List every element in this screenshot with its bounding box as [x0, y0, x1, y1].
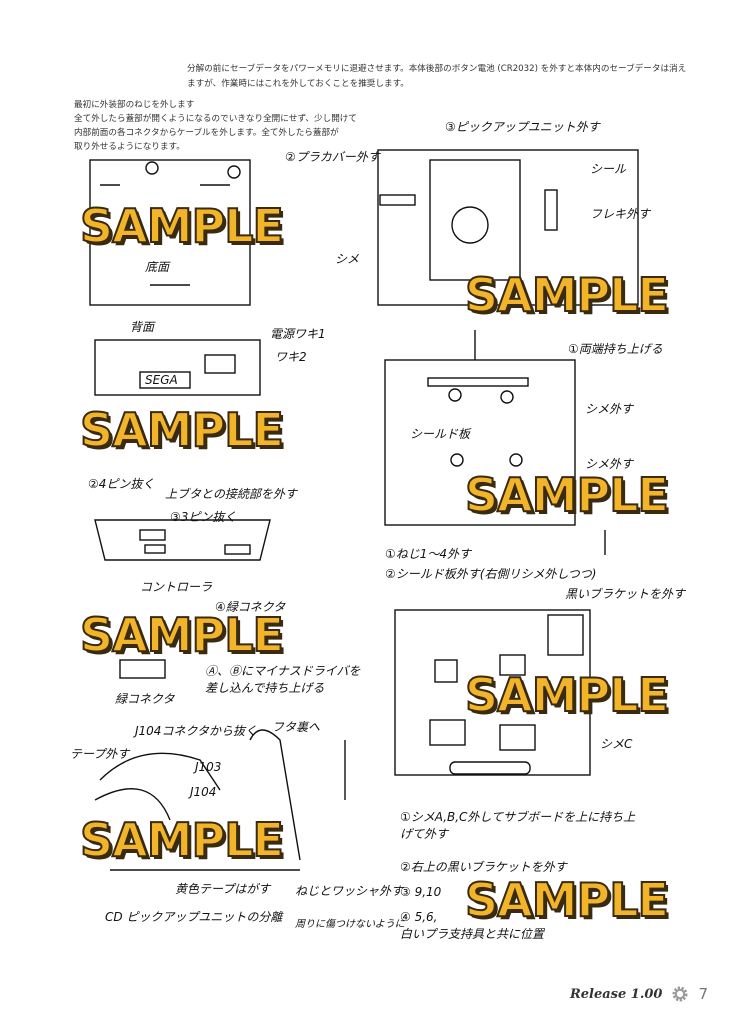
- note: ②プラカバー外す: [285, 150, 380, 164]
- note: テープ外す: [70, 747, 130, 761]
- note: シメ: [335, 252, 360, 266]
- intro-text: 分解の前にセーブデータをパワーメモリに退避させます。本体後部のボタン電池 (CR…: [187, 64, 687, 89]
- note: ③ピックアップユニット外す: [445, 120, 600, 134]
- lead-line: 最初に外装部のねじを外します: [74, 100, 195, 110]
- note: 電源ワキ1: [270, 327, 326, 341]
- note: Ⓐ、Ⓑにマイナスドライバを差し込んで持ち上げる: [205, 664, 361, 695]
- note: J104: [190, 785, 217, 799]
- sample-watermark: SAMPLE: [79, 813, 285, 867]
- note: 周りに傷つけないように: [295, 919, 405, 930]
- note: ②シールド板外す(右側リシメ外しつつ): [385, 567, 597, 581]
- note: J103: [195, 760, 222, 774]
- note: ③3ピン抜く: [170, 510, 237, 524]
- note: ①両端持ち上げる: [568, 342, 663, 356]
- note: ②4ピン抜く: [88, 477, 155, 491]
- sample-watermark: SAMPLE: [79, 608, 285, 662]
- note: 黒いブラケットを外す: [565, 587, 686, 601]
- note: シメ外す: [585, 402, 634, 416]
- sample-watermark: SAMPLE: [464, 268, 670, 322]
- note: 緑コネクタ: [115, 692, 175, 706]
- page-number: 7: [698, 985, 708, 1003]
- note: ねじとワッシャ外す: [295, 884, 404, 898]
- note: 上ブタとの接続部を外す: [165, 487, 297, 501]
- lead-line: 取り外せるようになります。: [74, 142, 185, 152]
- page-footer: Release 1.00 7: [570, 985, 708, 1003]
- sample-watermark: SAMPLE: [79, 403, 285, 457]
- sample-watermark: SAMPLE: [464, 468, 670, 522]
- note: シール: [590, 162, 627, 176]
- lead-text: 最初に外装部のねじを外します 全て外したら蓋部が開くようになるのでいきなり全開に…: [74, 98, 374, 154]
- lead-line: 内部前面の各コネクタからケーブルを外します。全て外したら蓋部が: [74, 128, 339, 138]
- note: シールド板: [410, 427, 471, 441]
- note: コントローラ: [140, 580, 213, 594]
- note: シメC: [600, 737, 633, 751]
- sample-watermark: SAMPLE: [464, 873, 670, 927]
- note: 黄色テープはがす: [175, 882, 271, 896]
- note: シメ外す: [585, 457, 634, 471]
- note: ④ 5,6,: [400, 910, 438, 924]
- note: 白いプラ支持具と共に位置: [400, 927, 545, 941]
- note: J104コネクタから抜く: [135, 724, 257, 738]
- note: ①ねじ1〜4外す: [385, 547, 472, 561]
- note: ④緑コネクタ: [215, 600, 286, 614]
- note: ③ 9,10: [400, 885, 442, 899]
- note: CD ピックアップユニットの分離: [105, 910, 283, 924]
- note: ワキ2: [275, 350, 307, 364]
- sample-watermark: SAMPLE: [464, 668, 670, 722]
- note: SEGA: [145, 373, 178, 387]
- note: ②右上の黒いブラケットを外す: [400, 860, 567, 874]
- lead-line: 全て外したら蓋部が開くようになるのでいきなり全開にせず、少し開けて: [74, 114, 357, 124]
- note: 底面: [145, 260, 170, 274]
- gear-icon: [672, 986, 688, 1002]
- release-label: Release 1.00: [569, 986, 663, 1002]
- note: フレキ外す: [590, 207, 651, 221]
- note: 背面: [130, 320, 155, 334]
- note: ①シメA,B,C外してサブボードを上に持ち上げて外す: [400, 810, 636, 841]
- sample-watermark: SAMPLE: [79, 199, 285, 253]
- note: フタ裏へ: [272, 720, 321, 734]
